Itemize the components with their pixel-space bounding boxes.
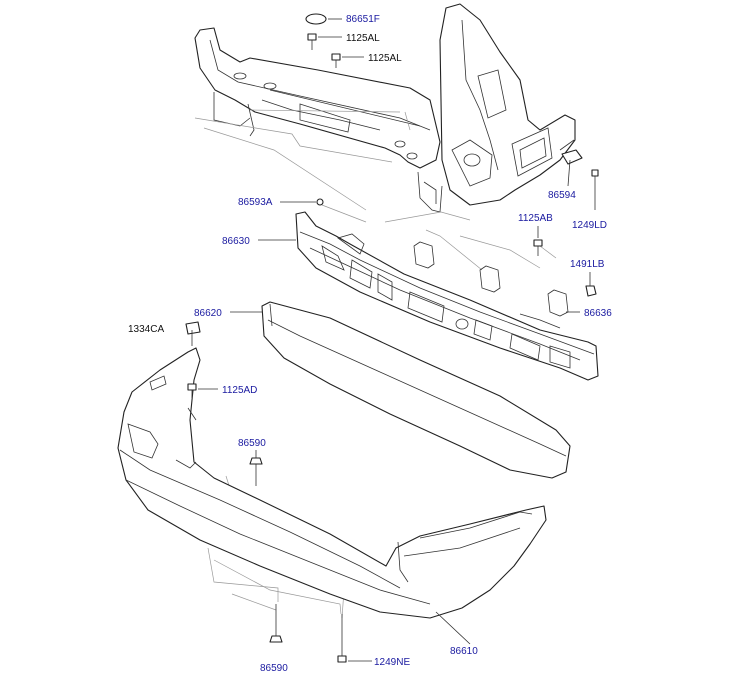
label-86590-b: 86590 [260, 663, 288, 674]
label-86590: 86590 [238, 438, 266, 449]
bumper-cover [117, 347, 547, 619]
label-1125AD: 1125AD [222, 385, 257, 396]
label-86636: 86636 [584, 308, 612, 319]
label-1125AB: 1125AB [518, 213, 553, 224]
bolt-1125AL-icon [307, 33, 317, 50]
rivet-86590-b-icon [269, 604, 283, 643]
label-1249LD: 1249LD [572, 220, 607, 231]
clip-86594-icon [561, 149, 583, 165]
label-86610: 86610 [450, 646, 478, 657]
label-86594: 86594 [548, 190, 576, 201]
label-1491LB: 1491LB [570, 259, 605, 270]
label-1249NE: 1249NE [374, 657, 410, 668]
part-labels: 86651F 1125AL 1125AL 86594 1249LD 86593A… [128, 14, 612, 674]
fasteners [185, 13, 599, 663]
bolt-1125AL-b-icon [331, 53, 341, 68]
label-86620: 86620 [194, 308, 222, 319]
nut-1491LB-icon [585, 285, 597, 297]
rear-body-panel [194, 3, 576, 213]
leader-lines [191, 18, 591, 662]
bolt-1125AD-icon [187, 383, 197, 398]
label-1125AL: 1125AL [346, 33, 380, 44]
energy-absorber [261, 301, 571, 479]
bumper-reinforcement-beam [295, 211, 599, 381]
label-1334CA: 1334CA [128, 324, 164, 335]
bolt-1249NE-icon [337, 614, 347, 663]
label-86630: 86630 [222, 236, 250, 247]
label-86593A: 86593A [238, 197, 273, 208]
label-86651F: 86651F [346, 14, 380, 25]
bolt-1125AB-icon [533, 239, 543, 256]
bolt-1249LD-icon [591, 169, 599, 210]
label-1125AL-b: 1125AL [368, 53, 402, 64]
rivet-86590-icon [249, 457, 263, 486]
cap-86651F-icon [305, 13, 327, 25]
clip-1334CA-icon [185, 321, 201, 335]
nut-86593A-icon [316, 198, 324, 206]
